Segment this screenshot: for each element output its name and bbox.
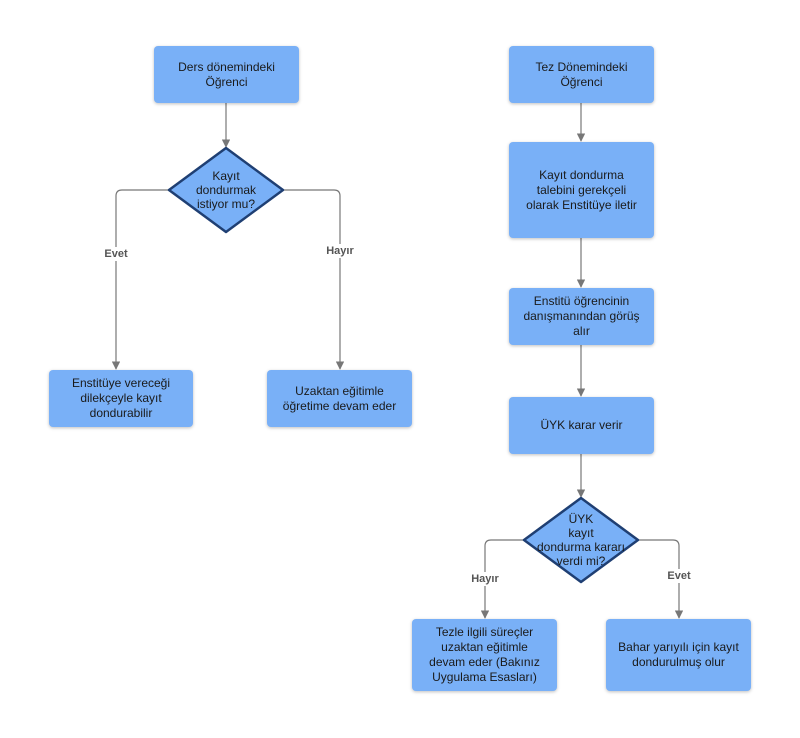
node-tez-hayir: Tezle ilgili süreçler uzaktan eğitimle d… bbox=[412, 619, 557, 691]
node-tez-karar-text: ÜYK kayıt dondurma kararı verdi mi? bbox=[536, 512, 626, 568]
edge-label-tez-hayir: Hayır bbox=[469, 572, 501, 586]
edge-label-tez-evet: Evet bbox=[665, 569, 693, 583]
node-tez-ogrenci: Tez Dönemindeki Öğrenci bbox=[509, 46, 654, 103]
decision-diamond-ders bbox=[167, 146, 285, 234]
edge-ders-karar-to-evet bbox=[111, 189, 169, 370]
node-ders-hayir: Uzaktan eğitimle öğretime devam eder bbox=[267, 370, 412, 427]
node-tez-talep: Kayıt dondurma talebini gerekçeli olarak… bbox=[509, 142, 654, 238]
edge-tez-karar-to-evet bbox=[638, 539, 684, 619]
node-tez-evet: Bahar yarıyılı için kayıt dondurulmuş ol… bbox=[606, 619, 751, 691]
edge-tez-karar-to-hayir bbox=[480, 539, 524, 619]
node-ders-evet: Enstitüye vereceği dilekçeyle kayıt dond… bbox=[49, 370, 193, 427]
decision-diamond-tez bbox=[522, 496, 640, 584]
node-ders-karar-text: Kayıt dondurmak istiyor mu? bbox=[195, 169, 257, 211]
node-tez-uyk: ÜYK karar verir bbox=[509, 397, 654, 454]
node-ders-ogrenci: Ders dönemindeki Öğrenci bbox=[154, 46, 299, 103]
node-tez-gorus: Enstitü öğrencinin danışmanından görüş a… bbox=[509, 288, 654, 345]
edge-label-ders-hayir: Hayır bbox=[324, 244, 356, 258]
edge-label-ders-evet: Evet bbox=[102, 247, 130, 261]
edge-ders-karar-to-hayir bbox=[283, 189, 345, 370]
